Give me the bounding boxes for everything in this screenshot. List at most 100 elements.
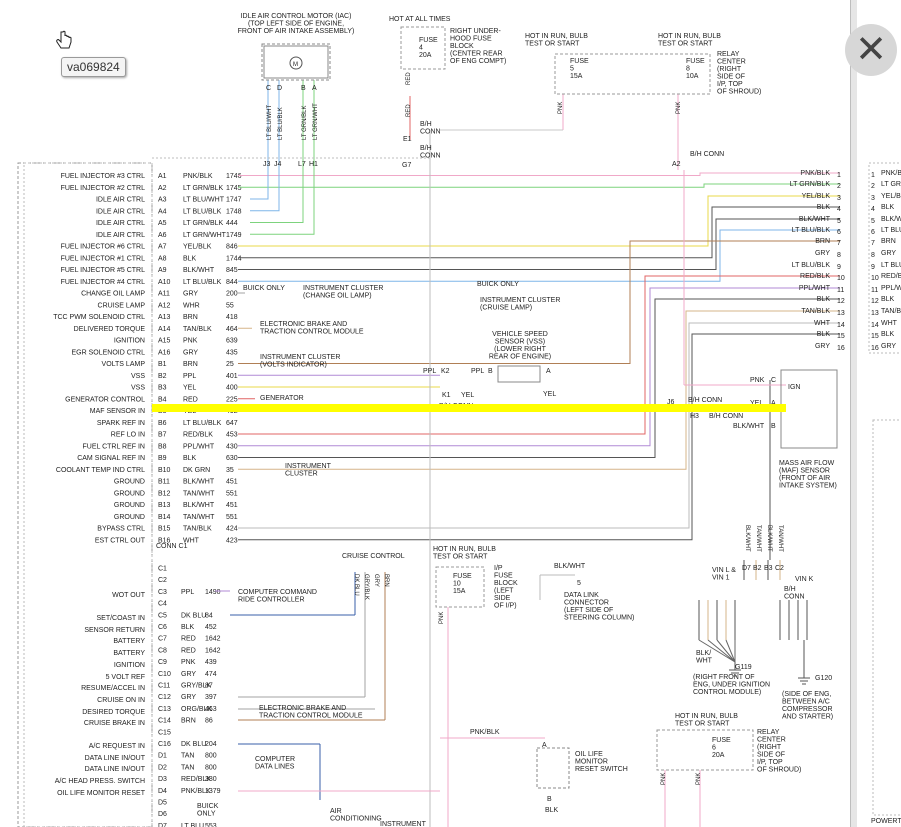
pcm-pin: C16 <box>158 741 171 748</box>
wire-color: LT GRN/BLK <box>183 220 224 227</box>
pcm-pin: A9 <box>158 267 167 274</box>
pcm-pin: B11 <box>158 479 170 486</box>
pcm-signal-label: BATTERY <box>113 650 145 657</box>
pcm-signal-label: FUEL INJECTOR #1 CTRL <box>61 255 146 262</box>
iac-conn-pin: H1 <box>309 161 318 168</box>
right-wire-color: BLK <box>817 204 831 211</box>
pcm-signal-label: SET/COAST IN <box>97 615 146 622</box>
circuit-number: 1747 <box>226 197 242 204</box>
pcm-pin: B7 <box>158 432 167 439</box>
right-sheet-num: 6 <box>871 229 875 236</box>
wire-to-right-edge <box>238 206 840 259</box>
pcm-pin: A2 <box>158 185 167 192</box>
right-wire-color: BLK <box>817 331 831 338</box>
iac-wire-label: LT BLU/BLK <box>278 107 284 140</box>
iac-conn-pin: J3 <box>263 161 271 168</box>
pcm-pin: C13 <box>158 706 171 713</box>
circuit-number: 1490 <box>205 589 221 596</box>
g119: G119 <box>735 664 752 671</box>
right-wire-num: 10 <box>837 275 845 282</box>
right-wire-num: 4 <box>837 206 841 213</box>
pcm-signal-label: IDLE AIR CTRL <box>96 197 145 204</box>
close-button[interactable]: ✕ <box>845 24 897 76</box>
pcm-signal-label: CHANGE OIL LAMP <box>81 291 145 298</box>
wire-color: YEL <box>750 400 763 407</box>
circuit-number: 639 <box>226 338 238 345</box>
pcm-signal-label: FUEL INJECTOR #2 CTRL <box>61 185 146 192</box>
pcm-pin: B1 <box>158 361 167 368</box>
right-sheet-label: GRY <box>881 250 896 257</box>
circuit-number: 453 <box>226 432 238 439</box>
pcm-pin: A13 <box>158 314 171 321</box>
right-sheet-num: 5 <box>871 218 875 225</box>
right-wire-color: BRN <box>815 238 830 245</box>
right-sheet-num: 8 <box>871 252 875 259</box>
pcm-pin: C7 <box>158 636 167 643</box>
wire-to-right-edge <box>238 298 840 458</box>
circuit-number: 35 <box>226 467 234 474</box>
pcm-signal-label: SENSOR RETURN <box>84 627 145 634</box>
wire-to-right-edge <box>238 322 840 529</box>
right-wire-color: LT BLU/BLK <box>792 262 831 269</box>
circuit-number: 463 <box>205 706 217 713</box>
pcm-pin: B3 <box>158 385 167 392</box>
circuit-number: 474 <box>205 671 217 678</box>
right-sheet-label: BLK <box>881 204 895 211</box>
pcm-pin: C8 <box>158 647 167 654</box>
wire-color: YEL <box>461 392 474 399</box>
pcm-pin: A3 <box>158 197 167 204</box>
pcm-pin: C2 <box>158 577 167 584</box>
cruise-control: CRUISE CONTROL <box>342 553 405 560</box>
right-wire-num: 16 <box>837 345 845 352</box>
pcm-pin: B4 <box>158 396 167 403</box>
wire-color: TAN <box>181 764 194 771</box>
wire-color: PNK/BLK <box>470 729 500 736</box>
wire-color: WHR <box>183 302 200 309</box>
wire-color: RED/BLK <box>181 776 211 783</box>
conn-pin: G7 <box>402 162 411 169</box>
pcm-pin: B16 <box>158 537 171 544</box>
circuit-number: 845 <box>226 267 238 274</box>
generator: GENERATOR <box>260 395 304 402</box>
pcm-signal-label: CAM SIGNAL REF IN <box>77 455 145 462</box>
iac-motor-box <box>261 43 331 81</box>
pcm-pin: A7 <box>158 244 167 251</box>
fuse4-box <box>400 26 446 70</box>
circuit-number: 553 <box>205 823 217 827</box>
oil-life-switch-box <box>536 747 570 789</box>
right-wire-color: WHT <box>814 320 831 327</box>
circuit-number: 25 <box>226 361 234 368</box>
wire-color: TAN/BLK <box>183 526 212 533</box>
wire-color: BLK <box>181 624 195 631</box>
right-sheet-label: LT BLU <box>881 262 901 269</box>
right-sheet-label: BLK <box>881 296 895 303</box>
right-sheet-num: 12 <box>871 298 879 305</box>
iac-motor-connector <box>263 45 329 79</box>
instrument-cluster: INSTRUMENT CLUSTER(VOLTS INDICATOR) <box>260 354 340 369</box>
pcm-signal-label: OIL LIFE MONITOR RESET <box>57 790 146 797</box>
wire-color: BRN <box>183 361 198 368</box>
circuit-number: 87 <box>205 683 213 690</box>
circuit-number: 1379 <box>205 788 221 795</box>
pcm-signal-label: RESUME/ACCEL IN <box>81 685 145 692</box>
circuit-number: 84 <box>205 612 213 619</box>
conn-pin: K1 <box>442 392 451 399</box>
pcm-pin: A6 <box>158 232 167 239</box>
pcm-signal-label: GENERATOR CONTROL <box>65 396 145 403</box>
circuit-number: 800 <box>205 764 217 771</box>
iac-wire <box>250 80 304 223</box>
wire-color: PPL <box>183 373 196 380</box>
pcm-signal-label: COOLANT TEMP IND CTRL <box>56 467 145 474</box>
pcm-pin: A10 <box>158 279 171 286</box>
right-sheet-label: RED/BL <box>881 273 901 280</box>
iac-wire-label: LT GRN/BLK <box>302 106 308 140</box>
pcm-pin: A11 <box>158 291 170 298</box>
circuit-number: 630 <box>226 455 238 462</box>
wire-color: GRY <box>183 349 198 356</box>
